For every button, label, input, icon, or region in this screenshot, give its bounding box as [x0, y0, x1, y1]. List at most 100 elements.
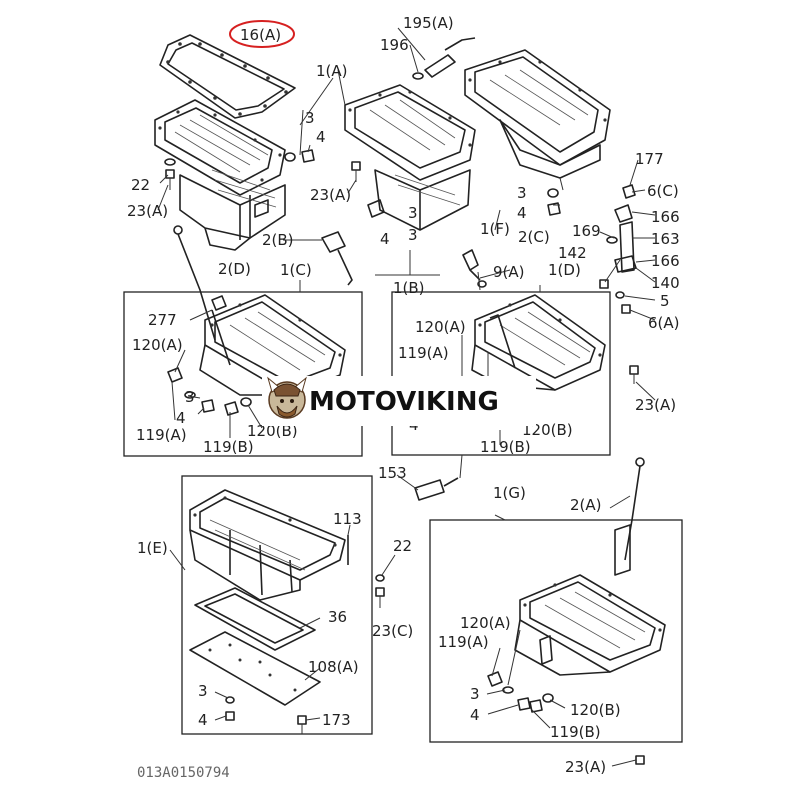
callout-140: 140 [651, 274, 680, 292]
callout-277: 277 [148, 311, 177, 329]
group-box-1g [429, 519, 683, 743]
gasket-36 [194, 587, 316, 651]
oil-pan-1a [154, 99, 286, 251]
sensor-153 [414, 454, 463, 501]
callout-4-b: 4 [380, 230, 390, 248]
washer-3-top [284, 152, 296, 162]
callout-2b: 2(B) [262, 231, 294, 249]
dipstick-assembly [599, 184, 637, 314]
group-box-1d [391, 291, 611, 456]
bolt-4-f [547, 202, 561, 216]
bolt-23c [375, 587, 385, 608]
oil-pan-1d [471, 294, 606, 391]
oil-pan-1b [344, 84, 476, 231]
callout-1b: 1(B) [393, 279, 425, 297]
callout-166b: 166 [651, 252, 680, 270]
callout-22-top: 22 [131, 176, 150, 194]
callout-4-e: 4 [198, 711, 208, 729]
callout-3-c: 3 [185, 388, 195, 406]
callout-120a-c: 120(A) [132, 336, 183, 354]
callout-4-f: 4 [517, 204, 527, 222]
callout-1g: 1(G) [493, 484, 526, 502]
callout-23a-right: 23(A) [635, 396, 676, 414]
callout-3-e: 3 [198, 682, 208, 700]
callout-36: 36 [328, 608, 347, 626]
callout-120a-g: 120(A) [460, 614, 511, 632]
callout-119a-g: 119(A) [438, 633, 489, 651]
bolt-23a-right [629, 365, 639, 384]
callout-3-f: 3 [517, 184, 527, 202]
callout-119b-d: 119(B) [480, 438, 531, 456]
callout-153: 153 [378, 464, 407, 482]
callout-3-g: 3 [470, 685, 480, 703]
callout-23a-top: 23(A) [127, 202, 168, 220]
plug-3-mid [367, 199, 385, 218]
callout-23a-g: 23(A) [565, 758, 606, 776]
callout-1d: 1(D) [548, 261, 581, 279]
callout-4-c: 4 [176, 409, 186, 427]
callout-1e: 1(E) [137, 539, 168, 557]
callout-1f: 1(F) [480, 220, 510, 238]
bolt-23a-top [164, 158, 176, 190]
callout-119a-c: 119(A) [136, 426, 187, 444]
callout-177: 177 [635, 150, 664, 168]
callout-1c: 1(C) [280, 261, 312, 279]
callout-173: 173 [322, 711, 351, 729]
callout-2d: 2(D) [218, 260, 251, 278]
highlight-circle [229, 20, 295, 48]
callout-3-top: 3 [305, 109, 315, 127]
group-box-1c [123, 291, 363, 457]
callout-113: 113 [333, 510, 362, 528]
group-box-1e [181, 475, 373, 735]
callout-9a: 9(A) [493, 263, 525, 281]
callout-120a-d: 120(A) [415, 318, 466, 336]
callout-5: 5 [660, 292, 670, 310]
washer-3-f [547, 188, 559, 198]
viking-logo-icon [267, 376, 307, 419]
callout-23c: 23(C) [372, 622, 413, 640]
part-2c [462, 249, 487, 288]
bolt-23a-g [635, 755, 645, 765]
washer-22-e [375, 574, 385, 582]
dipstick-2a [614, 457, 645, 576]
callout-6c: 6(C) [647, 182, 679, 200]
callout-labels: 16(A) 195(A) 196 1(A) 3 4 22 23(A) 23(A)… [127, 14, 680, 776]
diagram-code: 013A0150794 [137, 765, 230, 781]
callout-23a-mid: 23(A) [310, 186, 351, 204]
callout-142: 142 [558, 244, 587, 262]
watermark-text: MOTOVIKING [309, 387, 499, 417]
callout-108a: 108(A) [308, 658, 359, 676]
callout-4-top: 4 [316, 128, 326, 146]
bolt-23a-mid [351, 161, 361, 182]
callout-22-e: 22 [393, 537, 412, 555]
callout-6a: 6(A) [648, 314, 680, 332]
callout-3-b: 3 [408, 204, 418, 222]
callout-166a: 166 [651, 208, 680, 226]
callout-2a: 2(A) [570, 496, 602, 514]
callout-2c: 2(C) [518, 228, 550, 246]
oil-pan-1g [514, 574, 666, 676]
bolt-4-e [225, 711, 235, 721]
gasket-16a [159, 34, 296, 119]
washer-3-e [225, 696, 235, 704]
callout-195a: 195(A) [403, 14, 454, 32]
callout-3-b2: 3 [408, 226, 418, 244]
dipstick-2d [173, 225, 216, 341]
callout-16a: 16(A) [240, 26, 281, 44]
oil-pan-1f [464, 49, 611, 179]
part-2b [321, 231, 353, 286]
callout-119a-d: 119(A) [398, 344, 449, 362]
oil-pan-1e [189, 489, 346, 601]
leader-lines [157, 27, 656, 767]
callout-119b-c: 119(B) [203, 438, 254, 456]
callout-119b-g: 119(B) [550, 723, 601, 741]
sensor-195a [412, 37, 476, 80]
callout-169: 169 [572, 222, 601, 240]
bolt-173 [297, 715, 307, 734]
drain-bolt-g [487, 671, 554, 713]
callout-1a: 1(A) [316, 62, 348, 80]
callout-4-g: 4 [470, 706, 480, 724]
callout-120b-c: 120(B) [247, 422, 298, 440]
